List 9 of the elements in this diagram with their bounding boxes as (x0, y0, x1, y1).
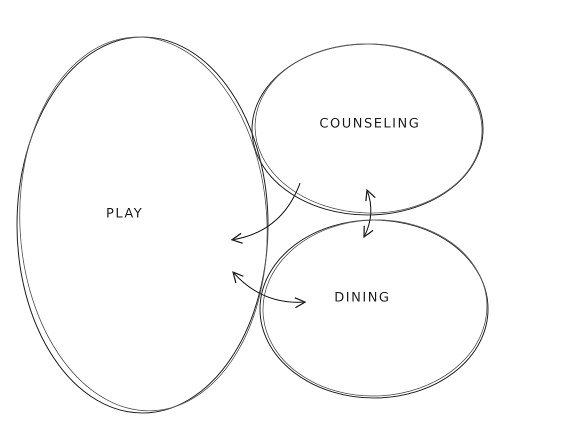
oval-shape (15, 35, 270, 415)
curved-arrow (363, 189, 376, 238)
oval-label: PLAY (106, 206, 144, 222)
curved-arrow (232, 271, 306, 308)
oval-shape (258, 218, 490, 400)
oval-label: DINING (334, 290, 390, 306)
curved-arrow (231, 182, 301, 244)
oval-label: COUNSELING (319, 116, 420, 132)
oval-shape (250, 42, 485, 217)
